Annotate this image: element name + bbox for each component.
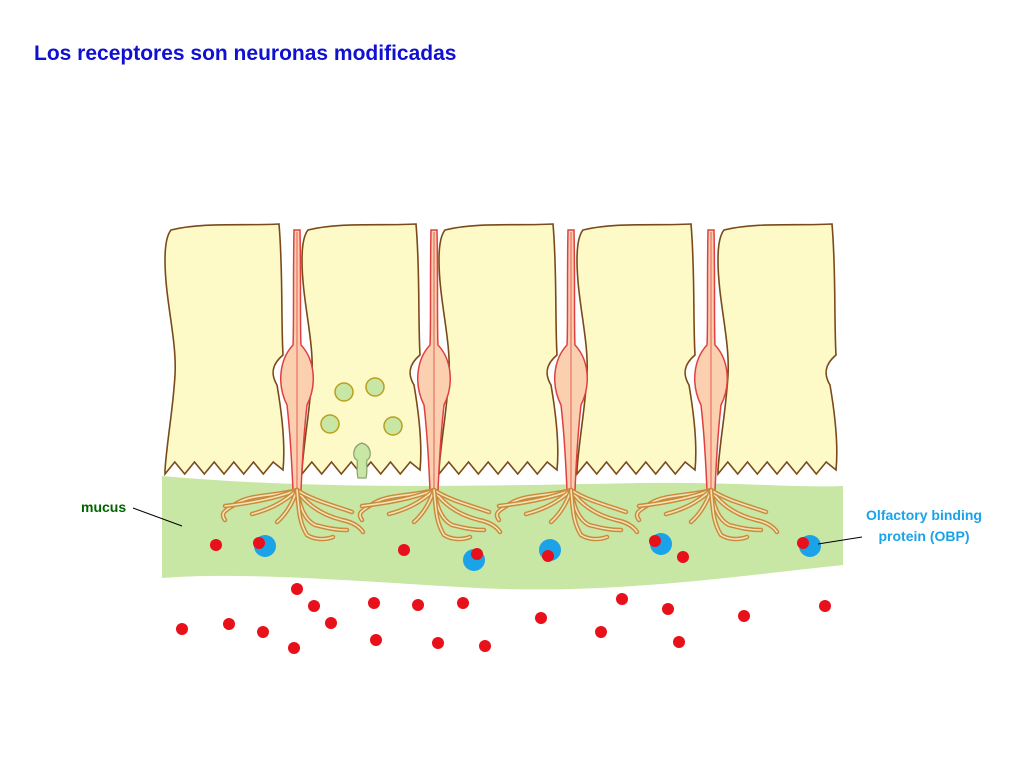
supporting-cells — [164, 223, 838, 477]
odorant-molecule — [176, 623, 188, 635]
odorant-molecule — [662, 603, 674, 615]
odorant-molecule — [542, 550, 554, 562]
odorant-molecule — [471, 548, 483, 560]
odorant-molecule — [738, 610, 750, 622]
vesicle — [334, 382, 354, 402]
odorant-molecule — [797, 537, 809, 549]
secretion-droplet — [353, 442, 371, 479]
supporting-cell — [717, 223, 838, 477]
odorant-molecule — [432, 637, 444, 649]
odorant-molecule — [457, 597, 469, 609]
odorant-molecule — [308, 600, 320, 612]
odorant-molecule — [368, 597, 380, 609]
odorant-molecule — [673, 636, 685, 648]
cilium-highlight — [638, 489, 712, 507]
obp-label-line2: protein (OBP) — [879, 528, 970, 544]
cilium-highlight — [388, 489, 435, 515]
supporting-cell — [576, 223, 697, 477]
cilium-highlight — [710, 489, 767, 513]
cilium-highlight — [710, 489, 748, 540]
cilium-highlight — [710, 489, 778, 533]
cilium-highlight — [433, 489, 501, 533]
mucus-layer — [162, 476, 843, 590]
odorant-molecule — [819, 600, 831, 612]
odorant-molecule — [253, 537, 265, 549]
odorant-molecule — [210, 539, 222, 551]
odorant-molecule — [649, 535, 661, 547]
odorant-molecules — [176, 535, 831, 654]
odorant-molecule — [291, 583, 303, 595]
obp-leader-line — [817, 536, 863, 545]
secretory-vesicles — [320, 377, 403, 436]
odorant-molecule — [412, 599, 424, 611]
cilium-highlight — [570, 489, 608, 540]
odorant-molecule — [257, 626, 269, 638]
odorant-molecule — [325, 617, 337, 629]
cilium-highlight — [570, 489, 638, 533]
cilium-highlight — [296, 489, 353, 513]
supporting-cell — [438, 223, 559, 477]
cilium-highlight — [665, 489, 712, 515]
supporting-cell — [164, 223, 285, 477]
obp-label-line1: Olfactory binding — [866, 507, 982, 523]
mucus-leader-line — [132, 507, 183, 527]
odorant-molecule — [370, 634, 382, 646]
odorant-molecule — [398, 544, 410, 556]
cilium-highlight — [251, 489, 298, 515]
supporting-cell — [301, 223, 422, 477]
odorant-molecule — [595, 626, 607, 638]
vesicle — [320, 414, 340, 434]
receptor-neurons — [280, 229, 728, 491]
cilium-highlight — [525, 489, 572, 515]
odorant-molecule — [616, 593, 628, 605]
mucus-label: mucus — [81, 499, 126, 515]
odorant-molecule — [479, 640, 491, 652]
cilium-highlight — [296, 489, 364, 533]
cilium-highlight — [224, 489, 298, 507]
odorant-molecule — [288, 642, 300, 654]
cilium-highlight — [570, 489, 627, 513]
cilia — [220, 487, 780, 542]
cilium-highlight — [498, 489, 572, 507]
cilium-highlight — [361, 489, 435, 507]
odorant-molecule — [535, 612, 547, 624]
odorant-molecule — [677, 551, 689, 563]
odorant-molecule — [223, 618, 235, 630]
cilium-highlight — [433, 489, 490, 513]
vesicle — [365, 377, 385, 397]
cilium-highlight — [433, 489, 471, 540]
slide-title: Los receptores son neuronas modificadas — [34, 42, 457, 65]
vesicle — [383, 416, 403, 436]
cilium-highlight — [296, 489, 334, 540]
